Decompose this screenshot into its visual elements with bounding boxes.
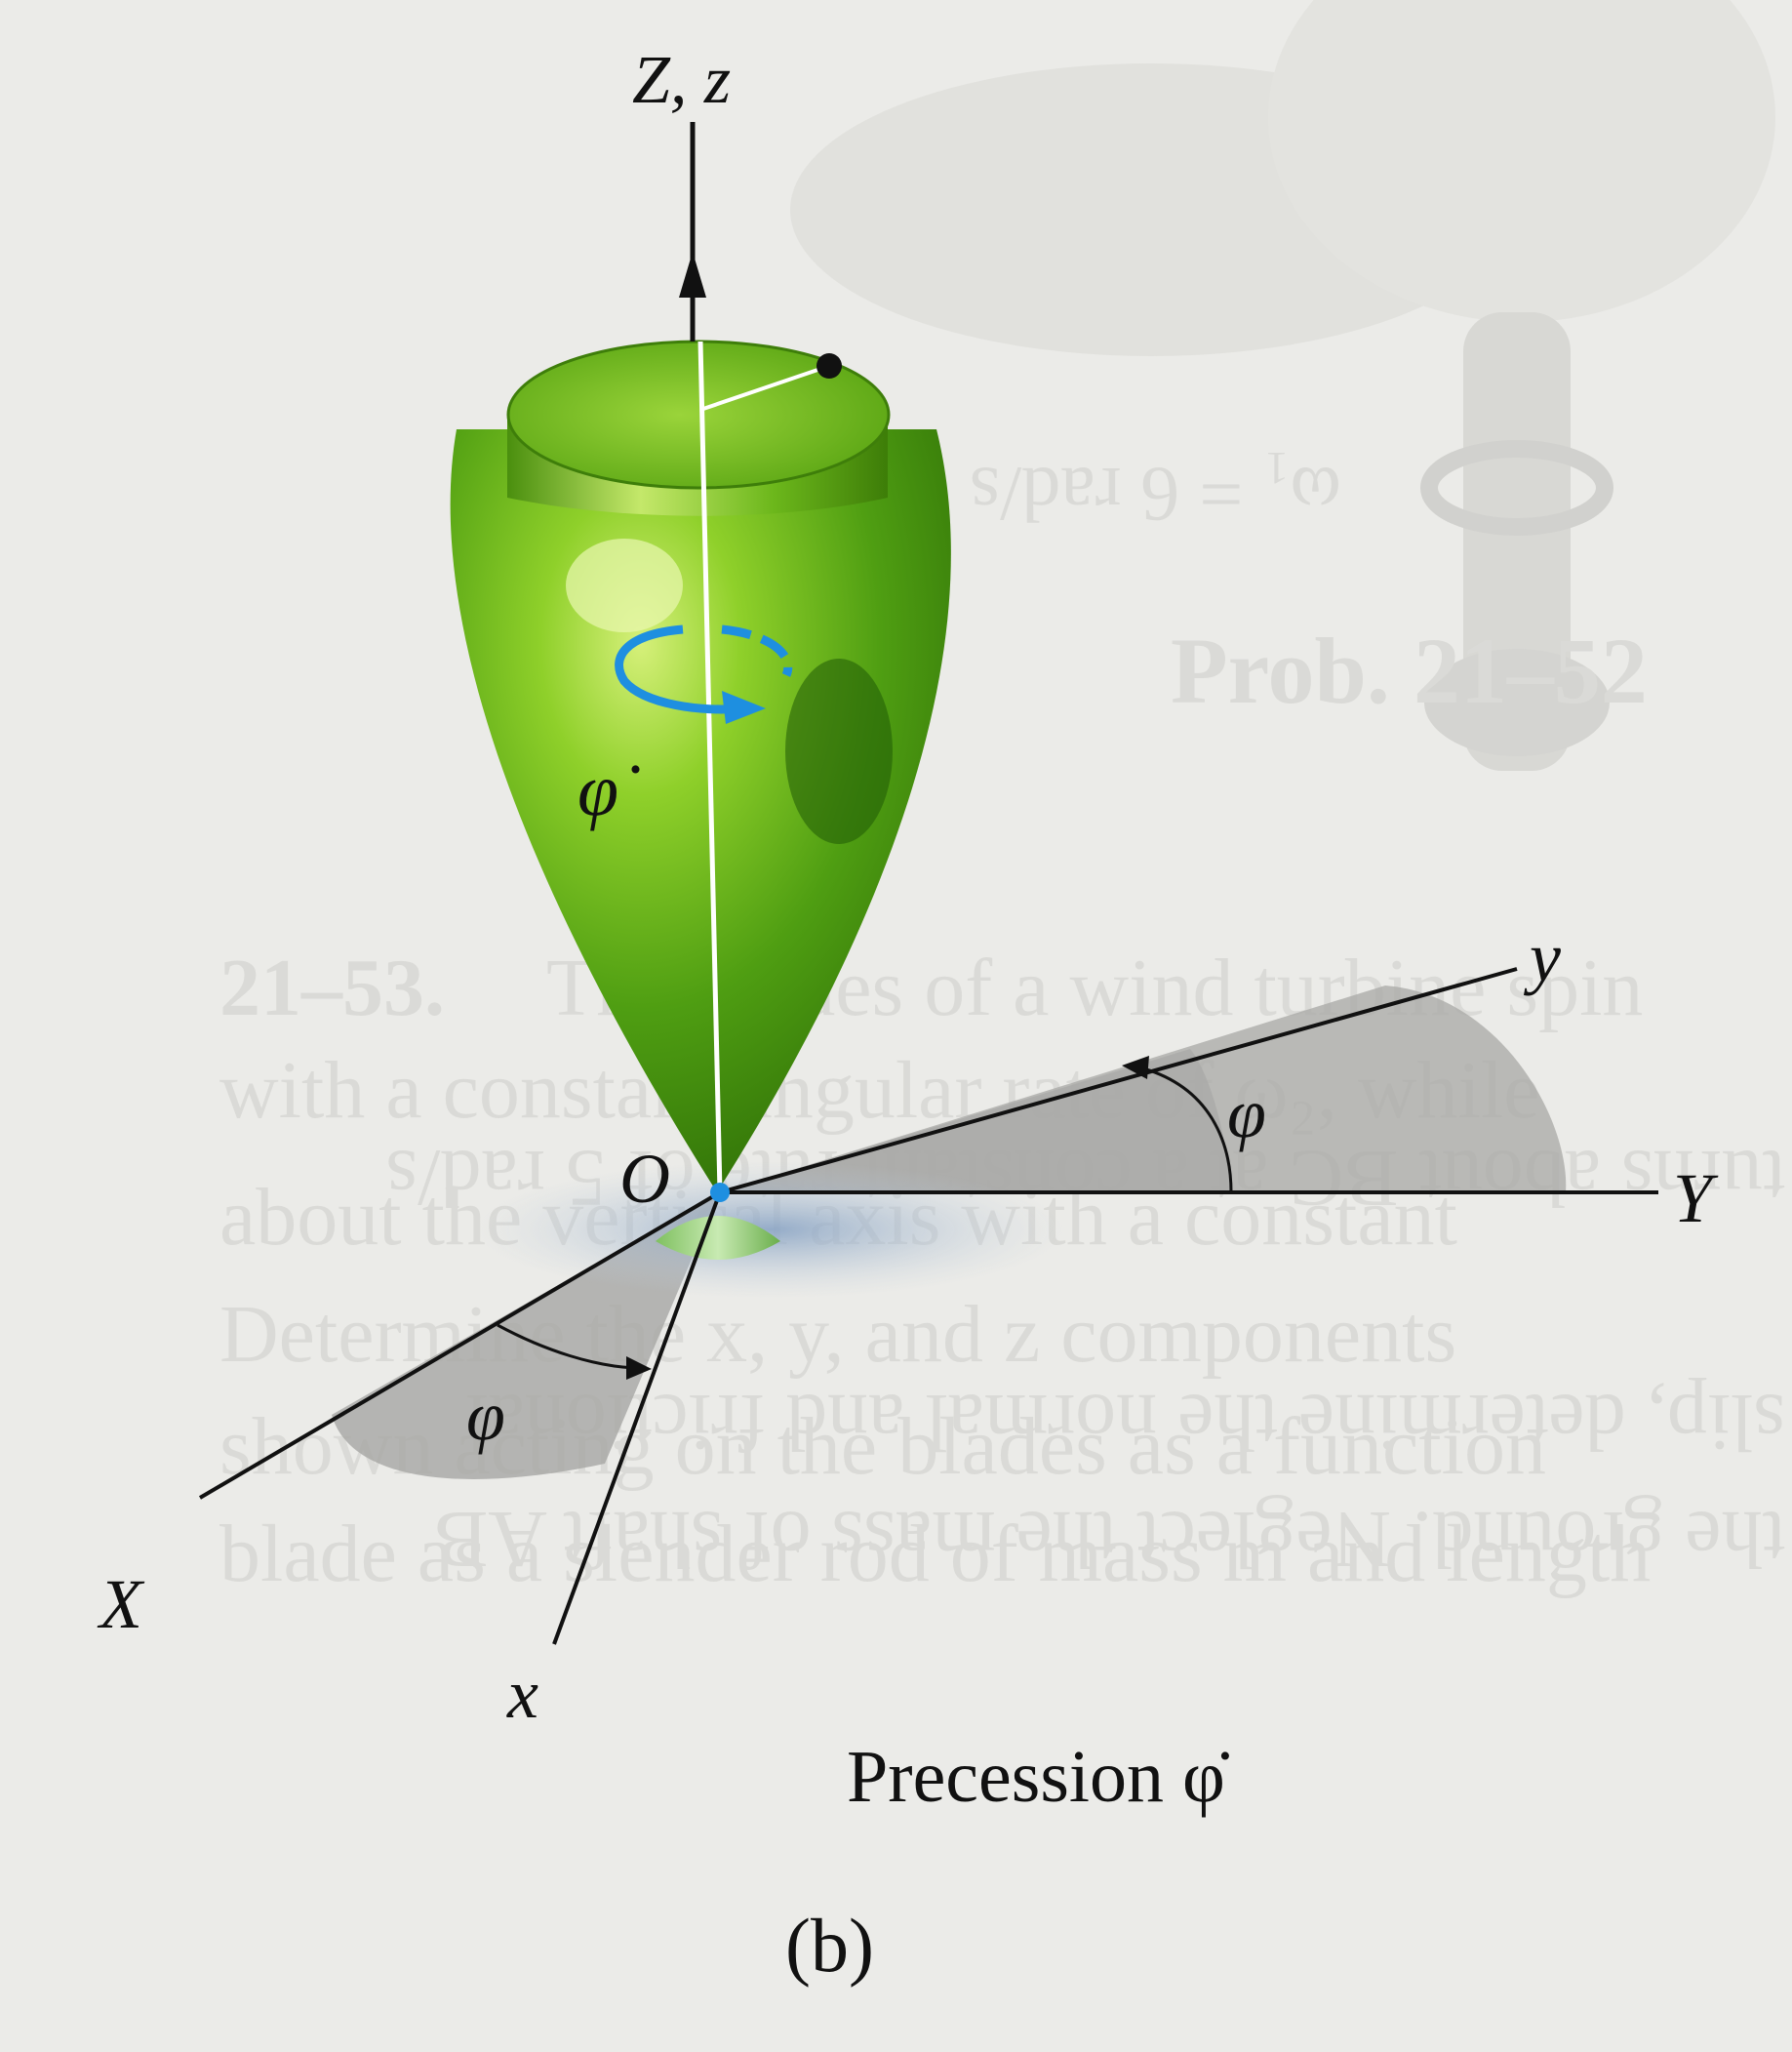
bg-line-6: blade as a slender rod of mass m and len… — [219, 1509, 1651, 1599]
lid-radius-line — [699, 364, 830, 412]
label-x: x — [506, 1655, 538, 1733]
lid-marker-dot — [816, 353, 842, 379]
spin-arrow — [615, 624, 793, 724]
origin-point — [710, 1183, 730, 1202]
top-shadow — [478, 1161, 1063, 1298]
bg-mirror-2: slip, determine the normal and frictiona… — [465, 1377, 1785, 1468]
bg-problem-number: 21–53. — [219, 943, 445, 1033]
bg-line-4: Determine the x, y, and z components — [219, 1289, 1456, 1380]
bg-mirror-3: the ground. Neglect the mass of shaft AB — [433, 1494, 1785, 1585]
label-X: X — [97, 1565, 145, 1643]
label-angle-upper: φ — [1227, 1074, 1266, 1152]
arc-lower — [497, 1323, 635, 1370]
label-vertical-axis: Z, z — [632, 43, 731, 118]
label-origin: O — [619, 1140, 670, 1218]
label-angle-lower: φ — [466, 1377, 505, 1455]
caption-precession: Precession φ̇ — [847, 1736, 1230, 1818]
ground-axes — [198, 967, 1658, 1645]
bg-prob-label: Prob. 21–52 — [1171, 619, 1648, 723]
subfigure-label: (b) — [785, 1903, 874, 1988]
label-Y: Y — [1673, 1159, 1719, 1237]
axis-y — [719, 967, 1518, 1194]
top-body — [450, 429, 951, 1192]
sector-upper-shadow — [720, 986, 1567, 1192]
label-y: y — [1523, 918, 1561, 996]
top-tip-base — [656, 1216, 780, 1260]
spin-arrow-front — [615, 624, 742, 714]
spin-axis — [697, 341, 723, 1193]
angle-arcs — [497, 1056, 1233, 1380]
axis-X — [198, 1190, 722, 1500]
z-axis-arrowhead — [679, 252, 706, 298]
axis-x — [552, 1191, 722, 1645]
spin-arrowhead — [722, 691, 766, 724]
arc-upper — [1142, 1066, 1233, 1193]
bg-omega: ω₁ = 6 rad/s — [970, 451, 1341, 537]
